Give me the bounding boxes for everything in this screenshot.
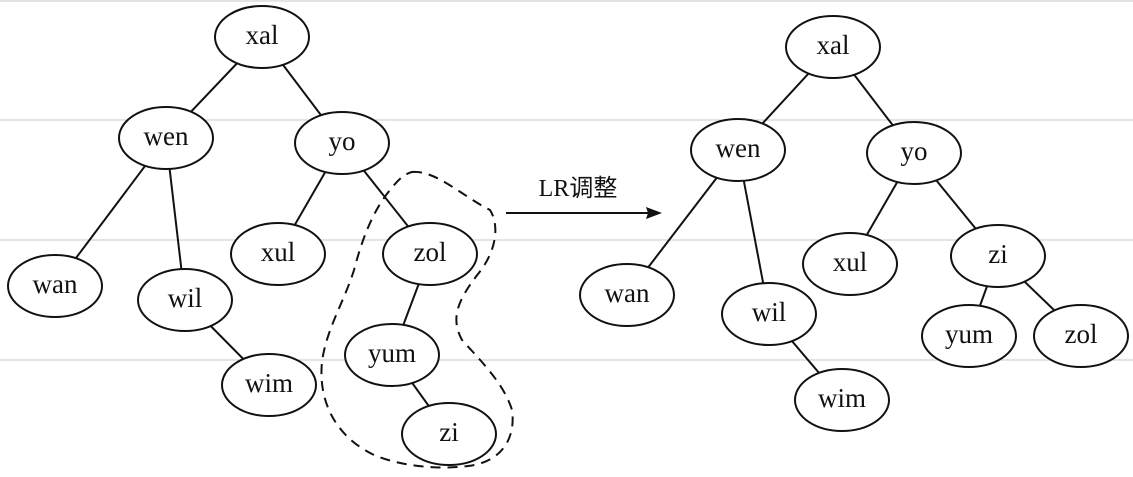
node-ellipse [294,111,390,175]
node-label: wil [752,297,787,327]
tree-node-a-wen: wen [690,118,786,182]
arrow-head [646,207,662,219]
node-ellipse [721,282,817,346]
tree-node-a-xul: xul [802,232,898,296]
node-label: zi [988,239,1008,269]
node-label: xal [246,20,279,50]
node-label: xul [261,237,296,267]
node-label: zol [1065,319,1098,349]
node-ellipse [382,222,478,286]
node-ellipse [118,106,214,170]
node-ellipse [579,263,675,327]
tree-node-b-wan: wan [7,254,103,318]
node-ellipse [344,323,440,387]
tree-node-b-yo: yo [294,111,390,175]
node-ellipse [921,304,1017,368]
node-label: yum [945,319,993,349]
node-ellipse [866,121,962,185]
tree-node-a-zol: zol [1033,304,1129,368]
node-ellipse [214,5,310,69]
tree-node-a-wim: wim [794,368,890,432]
node-label: yo [329,126,356,156]
tree-node-b-xal: xal [214,5,310,69]
tree-node-b-wen: wen [118,106,214,170]
node-ellipse [794,368,890,432]
node-label: zi [439,417,459,447]
node-ellipse [7,254,103,318]
node-label: wil [168,283,203,313]
node-ellipse [802,232,898,296]
node-ellipse [785,15,881,79]
arrow-label: LR调整 [539,175,618,202]
tree-node-a-xal: xal [785,15,881,79]
tree-node-b-zol: zol [382,222,478,286]
tree-node-a-yum: yum [921,304,1017,368]
tree-node-a-wan: wan [579,263,675,327]
tree-node-a-yo: yo [866,121,962,185]
node-ellipse [401,402,497,466]
node-ellipse [950,224,1046,288]
node-label: wen [144,121,189,151]
tree-node-b-xul: xul [230,222,326,286]
node-ellipse [221,353,317,417]
node-ellipse [1033,304,1129,368]
node-label: zol [414,237,447,267]
tree-node-a-wil: wil [721,282,817,346]
after-tree: xal wen yo wan wil wim xul zi yum zol [579,15,1129,432]
before-tree: xal wen yo wan wil wim xul zol yum zi [7,5,497,466]
tree-node-b-zi: zi [401,402,497,466]
node-label: xal [817,30,850,60]
tree-node-a-zi: zi [950,224,1046,288]
node-label: yo [901,136,928,166]
node-label: wim [818,383,866,413]
lr-adjust-arrow: LR调整 [506,175,662,219]
node-label: wan [33,269,78,299]
node-label: wim [245,368,293,398]
node-label: wen [716,133,761,163]
tree-node-b-yum: yum [344,323,440,387]
node-ellipse [690,118,786,182]
highlight-dashed-outline [320,170,514,469]
tree-node-b-wil: wil [137,268,233,332]
node-label: yum [368,338,416,368]
node-ellipse [137,268,233,332]
tree-node-b-wim: wim [221,353,317,417]
node-label: wan [605,278,650,308]
node-ellipse [230,222,326,286]
node-label: xul [833,247,868,277]
